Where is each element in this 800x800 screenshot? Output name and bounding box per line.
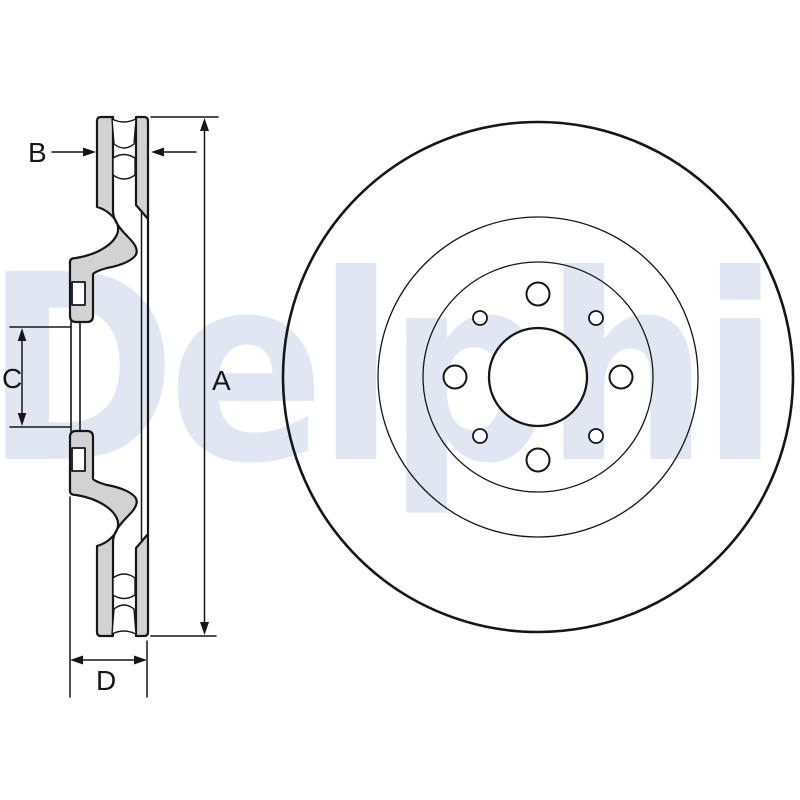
dimension-label-d: D <box>96 665 116 696</box>
center-bore-circle <box>487 326 589 428</box>
section-bolt-holes <box>71 281 86 472</box>
disc-outer-edge-circle <box>281 120 795 634</box>
dim-b-arrow-left <box>83 147 96 157</box>
vane-bottom-1 <box>111 604 137 635</box>
bolt-hole-bottom <box>525 447 551 473</box>
locating-hole-bottom-right <box>588 428 604 444</box>
section-silhouette-lines <box>70 212 150 541</box>
front-view <box>281 120 795 634</box>
dimension-annotations <box>9 116 219 698</box>
locating-hole-top-left <box>472 310 488 326</box>
vane-top-2 <box>112 153 136 180</box>
section-bolt-hole-bottom <box>71 447 86 472</box>
bolt-hole-top <box>525 281 551 307</box>
section-top-left-plate-and-hat <box>68 115 138 324</box>
bolt-hole-right <box>608 364 634 390</box>
dimension-label-c: C <box>2 363 22 394</box>
section-bolt-hole-top <box>71 281 86 306</box>
dim-c-arrow-up <box>17 328 27 341</box>
vane-bottom-2 <box>112 573 136 600</box>
hub-face-circle <box>422 261 654 493</box>
dim-d-arrow-left <box>70 655 83 665</box>
dim-b-arrow-right <box>151 147 164 157</box>
dim-c-arrow-down <box>17 413 27 426</box>
vane-top-1 <box>111 118 137 149</box>
dim-a-arrow-up <box>200 118 209 131</box>
cross-section-view <box>68 115 150 638</box>
friction-band-inner-circle <box>377 216 699 538</box>
section-bottom-right-plate <box>134 532 150 638</box>
dimension-label-a: A <box>212 365 231 396</box>
locating-hole-bottom-left <box>472 428 488 444</box>
section-top-right-plate <box>134 115 150 221</box>
dim-a-arrow-down <box>200 622 209 635</box>
vent-vanes <box>111 118 137 635</box>
locating-hole-top-right <box>588 310 604 326</box>
bolt-hole-left <box>442 364 468 390</box>
dim-d-arrow-right <box>134 655 147 665</box>
delphi-watermark: Delphi <box>0 220 780 520</box>
section-bottom-left-plate-and-hat <box>68 429 138 638</box>
dimension-label-b: B <box>28 137 47 168</box>
